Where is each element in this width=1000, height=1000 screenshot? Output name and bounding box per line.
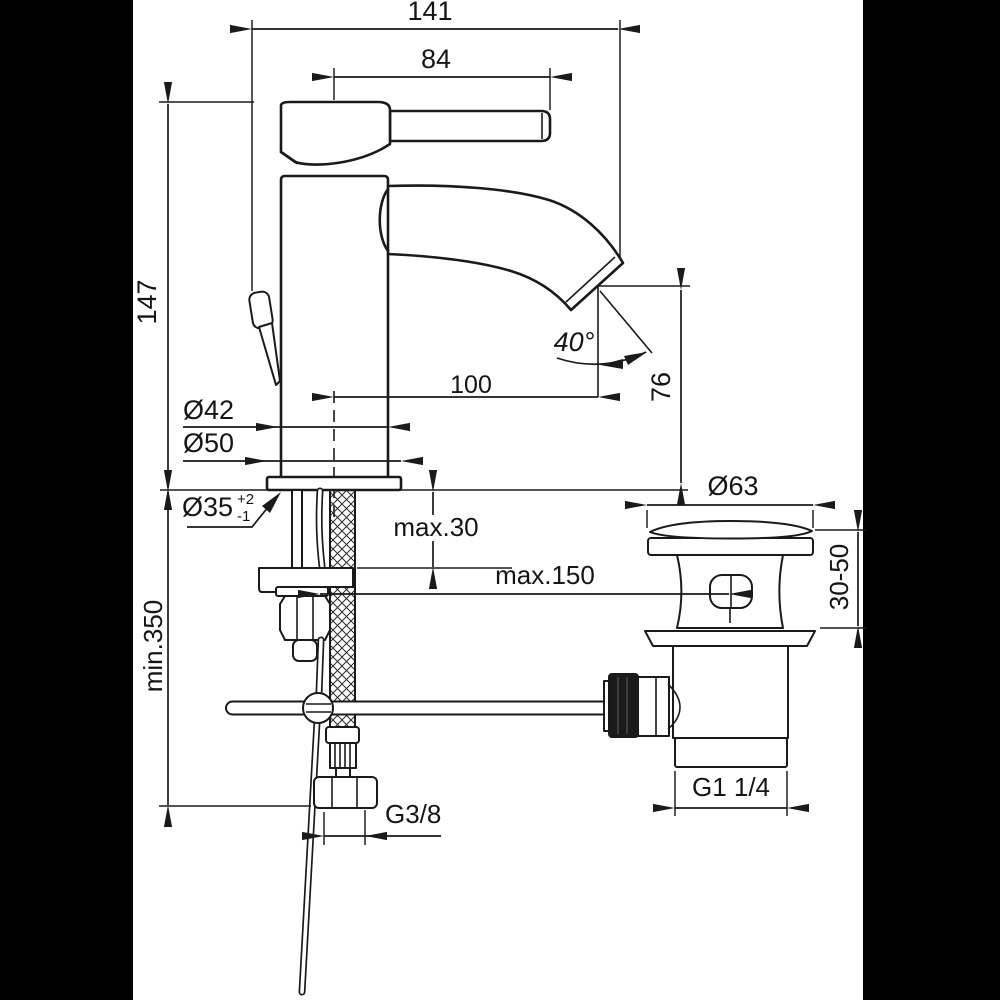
dim-supply-thread-label: G3/8 (385, 799, 441, 829)
waste-basin-flange (644, 630, 816, 647)
dim-waste-adjust-range: 30-50 (815, 510, 866, 648)
dim-body-diameter-label: Ø42 (183, 395, 234, 425)
dim-lever-reach-label: 84 (421, 44, 451, 74)
arc-arrowhead (624, 352, 647, 365)
waste-tailpiece (674, 737, 788, 768)
dim-spout-reach: 100 (312, 371, 620, 402)
handle-cap-skirt-line (279, 150, 299, 165)
body-left-outline (279, 174, 390, 479)
stud-tip (292, 639, 318, 662)
dim-waste-adjust-range-label: 30-50 (824, 544, 854, 611)
dim-lever-reach: 84 (312, 44, 572, 110)
dim-hose-min-length: min.350 (138, 470, 311, 827)
dim-hole-tolerance-upper: +2 (237, 491, 254, 508)
hose-ribbed-section (329, 742, 357, 769)
pop-up-rod-upper-core (317, 489, 324, 568)
drawing-sheet (133, 0, 863, 1000)
mounting-stud (291, 489, 303, 569)
dim-hole-diameter: Ø35 +2 -1 (182, 491, 281, 528)
dim-waste-cap-diameter: Ø63 (625, 471, 835, 528)
dim-supply-thread: G3/8 (302, 799, 441, 845)
dim-deck-max-thickness: max.30 (393, 470, 479, 589)
dim-spout-reach-label: 100 (450, 371, 492, 399)
dim-spout-angle-label: 40° (554, 327, 595, 357)
dim-base-diameter-label: Ø50 (183, 428, 234, 458)
dim-outlet-height: 76 (598, 268, 690, 505)
hose-neck (335, 767, 351, 778)
dim-pull-rod-max-label: max.150 (495, 560, 595, 590)
braided-supply-hose (329, 489, 356, 729)
dim-hose-min-length-label: min.350 (138, 600, 168, 693)
base-flange (265, 475, 403, 492)
spout (386, 184, 625, 312)
waste-top-flange (647, 537, 814, 556)
mounting-nut (279, 595, 331, 641)
rod-coupling-joint (302, 692, 334, 724)
handle-cap (279, 100, 392, 166)
dim-waste-thread: G1 1/4 (653, 771, 809, 816)
faucet (248, 100, 625, 492)
pop-up-rod-lower-core (300, 720, 319, 994)
lever-joint-collar (637, 676, 670, 737)
dim-deck-max-thickness-label: max.30 (393, 512, 478, 542)
dim-faucet-height: 147 (132, 82, 254, 510)
horizontal-lever-rod (225, 700, 610, 716)
hose-collar (325, 726, 360, 744)
dim-hole-tolerance-lower: -1 (237, 508, 250, 525)
dim-outlet-height-label: 76 (646, 372, 676, 402)
spout-angle-construction-line (599, 290, 653, 354)
dim-waste-cap-diameter-label: Ø63 (707, 471, 758, 501)
lever-joint-socket-curve (667, 683, 681, 730)
spout-body-joint-curve (378, 187, 390, 253)
lever-joint-knurled-nut (608, 673, 639, 738)
pop-up-knob-rod (258, 322, 281, 386)
dim-faucet-height-label: 147 (132, 279, 162, 324)
dim-body-diameter: Ø42 (183, 395, 410, 432)
dim-base-diameter: Ø50 (183, 428, 423, 466)
waste-plug-cap (649, 520, 813, 540)
dim-waste-thread-label: G1 1/4 (692, 772, 770, 802)
under-deck-assembly (225, 487, 610, 996)
leader-arrowhead (262, 492, 281, 513)
arc-arrowhead (600, 359, 623, 369)
dim-total-width-label: 141 (407, 0, 452, 26)
compression-nut (313, 776, 378, 809)
handle-lever (388, 109, 552, 143)
spout-aerator-line (565, 256, 616, 303)
dim-pull-rod-max: max.150 (298, 560, 751, 599)
dim-hole-diameter-label: Ø35 (182, 492, 233, 522)
pop-up-rod-middle-core (317, 638, 323, 695)
dimension-annotations: 141 84 147 min.350 Ø42 Ø50 (132, 0, 866, 845)
waste-lower-body (672, 645, 789, 739)
dim-spout-angle: 40° (554, 327, 647, 369)
dim-total-width: 141 (230, 0, 640, 291)
